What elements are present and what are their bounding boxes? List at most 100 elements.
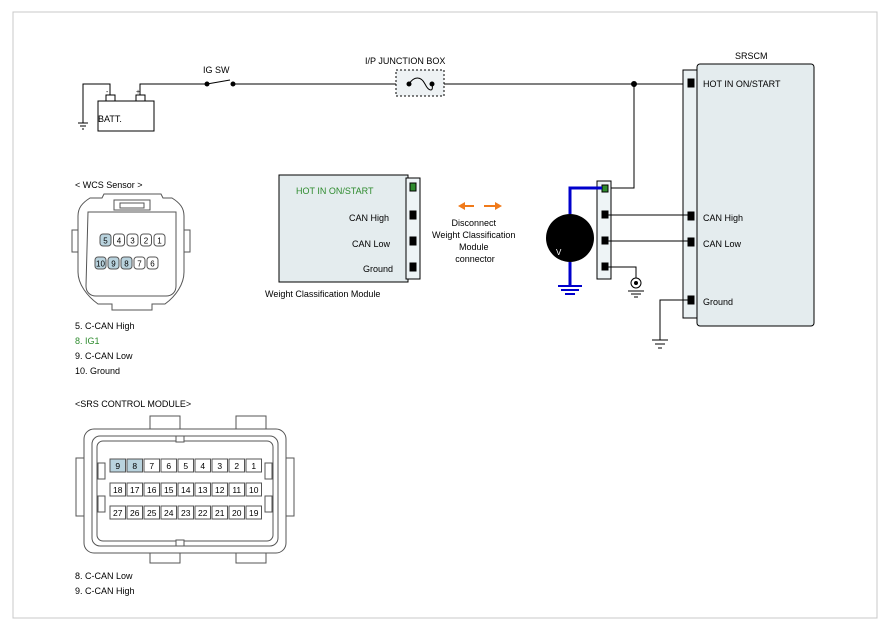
chassis-ground-icon [628,277,644,298]
srscm-title: SRSCM [735,51,768,61]
connector-pin-number: 8 [124,260,129,269]
connector-pin-19: 19 [245,505,262,520]
connector-pin-1: 1 [245,458,262,473]
ground-icon [78,122,88,130]
disconnect-note-line: connector [455,254,495,264]
wcs-pin-note: 8. IG1 [75,336,100,346]
connector-pin-number: 14 [181,485,191,495]
wcm-pin-can-low: CAN Low [352,239,391,249]
connector-pin-number: 27 [113,508,123,518]
ig-switch-label: IG SW [203,65,230,75]
connector-pin-9: 9 [109,458,126,473]
diagram-border [12,11,878,619]
connector-pin-number: 24 [164,508,174,518]
connector-pin-23: 23 [177,505,194,520]
connector-pin-16: 16 [143,482,160,497]
connector-pin-6: 6 [146,256,159,270]
connector-pin-27: 27 [109,505,126,520]
wcm-pin-ground: Ground [363,264,393,274]
connector-pin-24: 24 [160,505,177,520]
junction-box [395,69,445,97]
connector-pin-number: 5 [103,237,108,246]
connector-pin-number: 6 [166,461,171,471]
connector-pin-21: 21 [211,505,228,520]
battery-pos-label: + [136,89,140,96]
voltmeter-label: V [556,248,562,257]
wcs-pin-note: 10. Ground [75,366,120,376]
srscm-pin-can-low: CAN Low [703,239,742,249]
connector-pin-number: 16 [147,485,157,495]
wcs-pin-note: 5. C-CAN High [75,321,135,331]
connector-pin-number: 4 [200,461,205,471]
connector-pin-12: 12 [211,482,228,497]
disconnect-note: Disconnect Weight Classification Module … [432,218,518,264]
connector-pin-6: 6 [160,458,177,473]
connector-pin-3: 3 [211,458,228,473]
srscm-pin-can-high: CAN High [703,213,743,223]
connector-pin-number: 26 [130,508,140,518]
connector-pin-2: 2 [140,233,152,247]
connector-pin-number: 8 [132,461,137,471]
connector-pin-number: 15 [164,485,174,495]
connector-pin-number: 2 [144,237,149,246]
switch-icon [204,79,236,87]
connector-pin-18: 18 [109,482,126,497]
battery-label: BATT. [98,114,122,124]
ground-icon [652,339,668,349]
connector-pin-number: 9 [111,260,116,269]
connector-pin-8: 8 [126,458,143,473]
connector-pin-number: 2 [234,461,239,471]
connector-pin-number: 4 [117,237,122,246]
connector-pin-number: 18 [113,485,123,495]
connector-pin-number: 19 [249,508,259,518]
harness-connector [596,180,612,280]
connector-pin-5: 5 [99,233,112,247]
connector-pin-13: 13 [194,482,211,497]
connector-pin-number: 23 [181,508,191,518]
connector-pin-number: 12 [215,485,225,495]
connector-pin-number: 25 [147,508,157,518]
wcs-pin-note: 9. C-CAN Low [75,351,133,361]
wcm-module [278,174,421,283]
srscm-module [682,63,815,327]
connector-pin-number: 9 [115,461,120,471]
connector-pin-number: 1 [251,461,256,471]
connector-pin-7: 7 [143,458,160,473]
connector-pin-8: 8 [120,256,133,270]
connector-pin-7: 7 [133,256,146,270]
wcs-sensor-title: < WCS Sensor > [75,180,143,190]
wcm-pin-can-high: CAN High [349,213,389,223]
connector-pin-5: 5 [177,458,194,473]
connector-pin-10: 10 [245,482,262,497]
connector-pin-4: 4 [194,458,211,473]
wcm-pin-hot: HOT IN ON/START [296,186,374,196]
connector-pin-number: 7 [149,461,154,471]
connector-pin-22: 22 [194,505,211,520]
connector-pin-25: 25 [143,505,160,520]
srs-module-title: <SRS CONTROL MODULE> [75,399,191,409]
connector-pin-14: 14 [177,482,194,497]
wcs-sensor-connector [71,193,191,311]
connector-pin-number: 5 [183,461,188,471]
connector-pin-number: 10 [96,260,105,269]
connector-pin-number: 20 [232,508,242,518]
connector-pin-number: 1 [157,237,162,246]
connector-pin-11: 11 [228,482,245,497]
connector-pin-2: 2 [228,458,245,473]
fuse-icon [406,77,435,91]
srs-pin-note: 8. C-CAN Low [75,571,133,581]
battery-neg-label: - [106,89,109,96]
connector-pin-number: 13 [198,485,208,495]
connector-pin-number: 11 [232,485,241,495]
battery-icon [97,94,155,132]
connector-pin-number: 10 [249,485,259,495]
disconnect-note-line: Disconnect [451,218,496,228]
voltmeter-icon [546,186,602,295]
wcm-title: Weight Classification Module [265,289,380,299]
connector-pin-number: 22 [198,508,208,518]
connector-pin-4: 4 [113,233,125,247]
